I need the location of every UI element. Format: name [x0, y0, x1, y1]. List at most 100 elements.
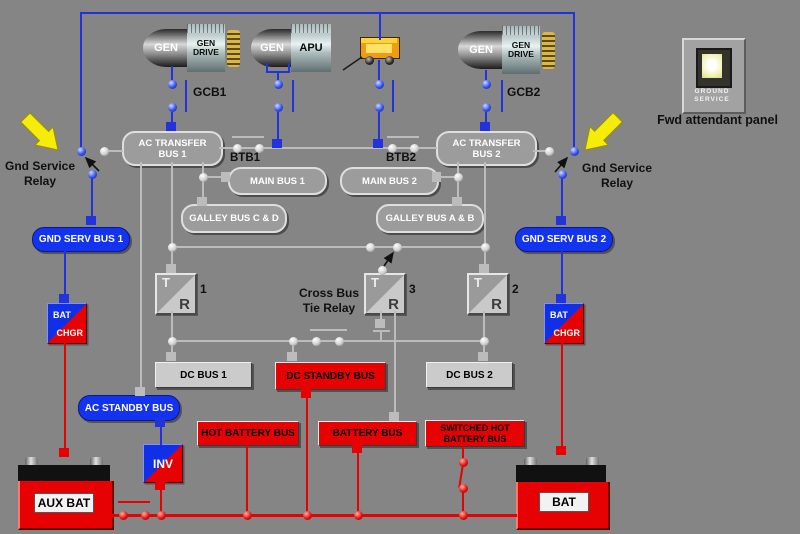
gnd-service-relay-left-l1: Gnd Service [4, 159, 76, 173]
arrowhead [221, 172, 230, 182]
tr1-r: R [179, 296, 190, 313]
wire [387, 136, 419, 138]
ground-service-button[interactable] [696, 48, 732, 88]
junction-dot [288, 336, 298, 346]
aux-bat-text: AUX BAT [37, 496, 91, 510]
wire [80, 12, 575, 14]
wire [64, 342, 66, 449]
battery-body [516, 482, 610, 530]
contact-dot [118, 510, 128, 520]
bat-chgr-1-l2: CHGR [56, 328, 84, 338]
junction-dot [365, 242, 375, 252]
arrowhead [301, 389, 311, 398]
apu-unit: APU [291, 24, 331, 72]
arrowhead [556, 446, 566, 455]
wire [171, 311, 173, 342]
wire [288, 63, 290, 72]
wire [104, 150, 123, 152]
battery-bus: BATTERY BUS [318, 421, 417, 446]
contact-dot [167, 79, 177, 89]
arrowhead [452, 197, 462, 206]
wire [185, 80, 187, 112]
cross-bus-l1: Cross Bus [298, 286, 360, 300]
wire [501, 80, 503, 112]
wire [485, 70, 487, 84]
ground-service-light [702, 54, 722, 78]
cart-wheel [385, 56, 394, 65]
arrowhead [478, 352, 488, 361]
wire [483, 343, 485, 352]
wire [373, 330, 390, 332]
switched-hot-l1: SWITCHED HOT [440, 423, 510, 433]
wire [171, 66, 173, 84]
wire [171, 340, 486, 342]
static-inverter: INV [143, 444, 183, 483]
wire [561, 250, 563, 295]
galley-bus-cd: GALLEY BUS C & D [181, 204, 287, 233]
arrowhead [59, 294, 69, 303]
btb1-label: BTB1 [230, 152, 261, 164]
contact-dot [569, 146, 579, 156]
gnd-serv-bus-2-label: GND SERV BUS 2 [521, 234, 607, 245]
arrowhead [135, 387, 145, 396]
cart-window [366, 44, 392, 53]
battery-terminal [586, 457, 599, 466]
wire [171, 112, 173, 124]
ground-service-button-label: GROUND SERVICE [684, 88, 740, 103]
contact-dot [481, 102, 491, 112]
wire [380, 311, 382, 321]
contact-dot [458, 457, 468, 467]
tr2-t: T [474, 275, 482, 290]
hot-battery-bus: HOT BATTERY BUS [197, 421, 299, 446]
arrowhead [479, 264, 489, 273]
wire [292, 343, 294, 352]
wire [483, 311, 485, 342]
gcb1-label: GCB1 [193, 85, 227, 99]
contact-dot [481, 79, 491, 89]
battery-charger-2: BAT CHGR [544, 303, 584, 344]
wire [277, 112, 279, 140]
dc-standby-bus-label: DC STANDBY BUS [286, 370, 375, 382]
junction-dot [311, 336, 321, 346]
wire [485, 112, 487, 124]
ac-standby-bus-label: AC STANDBY BUS [84, 402, 174, 414]
apu-generator-label: GEN [260, 42, 284, 54]
cart-roof [361, 38, 397, 43]
wire [310, 329, 347, 331]
dc-bus-1: DC BUS 1 [155, 362, 252, 388]
gen-drive-2-label2: DRIVE [508, 49, 534, 59]
ac-transfer-bus-2-l1: AC TRANSFER [452, 137, 521, 149]
wire [91, 176, 93, 216]
gen-drive-ribs [187, 24, 225, 33]
junction-dot [409, 143, 419, 153]
arrowhead [155, 481, 165, 490]
junction-dot [99, 146, 109, 156]
arrowhead [432, 172, 441, 182]
tr2-r: R [491, 296, 502, 313]
main-bus-2-label: MAIN BUS 2 [362, 175, 417, 187]
junction-dot [377, 265, 387, 275]
contact-dot [353, 510, 363, 520]
wire [80, 12, 82, 152]
dc-bus-2: DC BUS 2 [426, 362, 513, 388]
arrowhead [556, 294, 566, 303]
ground-label: GROUND [694, 88, 730, 95]
wire [378, 60, 380, 84]
gen-drive-2-label: GEN [511, 40, 531, 50]
battery-charger-1: BAT CHGR [47, 303, 87, 344]
attendant-panel-caption: Fwd attendant panel [657, 113, 778, 127]
wire [394, 311, 396, 413]
wire [378, 112, 380, 140]
gnd-service-relay-left-l2: Relay [23, 174, 57, 188]
battery-terminal [25, 457, 38, 466]
ac-transfer-bus-2-l2: BUS 2 [472, 148, 501, 160]
tr3-t: T [371, 275, 379, 290]
generator-2: GEN [458, 31, 504, 69]
wire [533, 150, 550, 152]
inverter-label: INV [152, 456, 173, 471]
